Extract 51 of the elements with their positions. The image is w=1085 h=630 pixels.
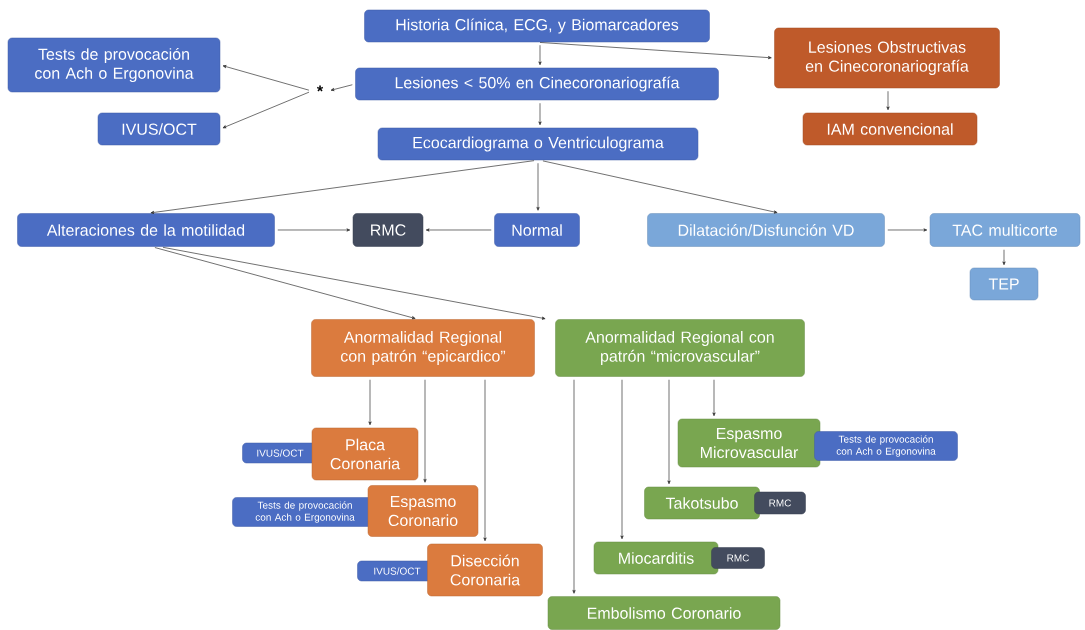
arrow (154, 247, 416, 320)
arrow (277, 228, 351, 232)
process-box: Takotsubo (644, 486, 760, 520)
process-box: Anormalidad Regional con patrón “microvascular” (555, 319, 805, 377)
arrow (536, 162, 540, 211)
process-box: Lesiones < 50% en Cinecoronariografía (355, 67, 719, 101)
arrow (887, 228, 928, 232)
arrow (620, 379, 624, 540)
arrow (162, 246, 546, 320)
process-box: Alteraciones de la motilidad (17, 213, 275, 247)
process-box: Historia Clínica, ECG, y Biomarcadores (364, 9, 710, 43)
arrow (539, 42, 772, 60)
process-box: Embolismo Coronario (547, 596, 781, 630)
process-box: Anormalidad Regional con patrón “epicardico” (311, 319, 535, 377)
arrow (330, 84, 353, 92)
arrow (572, 379, 576, 594)
process-box: Lesiones Obstructivas en Cinecoronariografía (774, 27, 1000, 89)
test-tag: Tests de provocación con Ach o Ergonovina (814, 431, 958, 461)
process-box: IAM convencional (802, 112, 978, 146)
arrow (425, 228, 492, 232)
arrow (538, 102, 542, 126)
process-box: Miocarditis (593, 541, 719, 575)
arrow (222, 91, 310, 129)
process-box: TAC multicorte (929, 213, 1081, 247)
arrow (538, 44, 542, 66)
arrow (150, 160, 535, 214)
arrow (222, 65, 310, 91)
process-box: Tests de provocación con Ach o Ergonovina (7, 37, 221, 93)
arrow (667, 379, 671, 485)
test-tag: RMC (754, 491, 806, 515)
test-tag: Tests de provocación con Ach o Ergonovina (232, 497, 378, 527)
arrow (886, 90, 890, 111)
arrow (542, 160, 778, 214)
process-box: Ecocardiograma o Ventriculograma (377, 127, 699, 161)
arrow (423, 379, 427, 483)
arrow (483, 379, 487, 542)
arrow (368, 379, 372, 426)
process-box: Placa Coronaria (311, 427, 419, 481)
arrow (1002, 249, 1006, 266)
process-box: IVUS/OCT (97, 112, 221, 146)
process-box: Dilatación/Disfunción VD (647, 213, 885, 247)
process-box: TEP (969, 267, 1039, 301)
process-box: Disección Coronaria (427, 543, 543, 597)
arrow (712, 379, 716, 417)
process-box: Normal (494, 213, 580, 247)
process-box: Espasmo Microvascular (677, 418, 821, 468)
process-box: RMC (352, 213, 424, 247)
asterisk-text: * (316, 85, 324, 92)
process-box: Espasmo Coronario (367, 485, 479, 537)
test-tag: IVUS/OCT (242, 442, 318, 464)
test-tag: RMC (711, 547, 765, 569)
